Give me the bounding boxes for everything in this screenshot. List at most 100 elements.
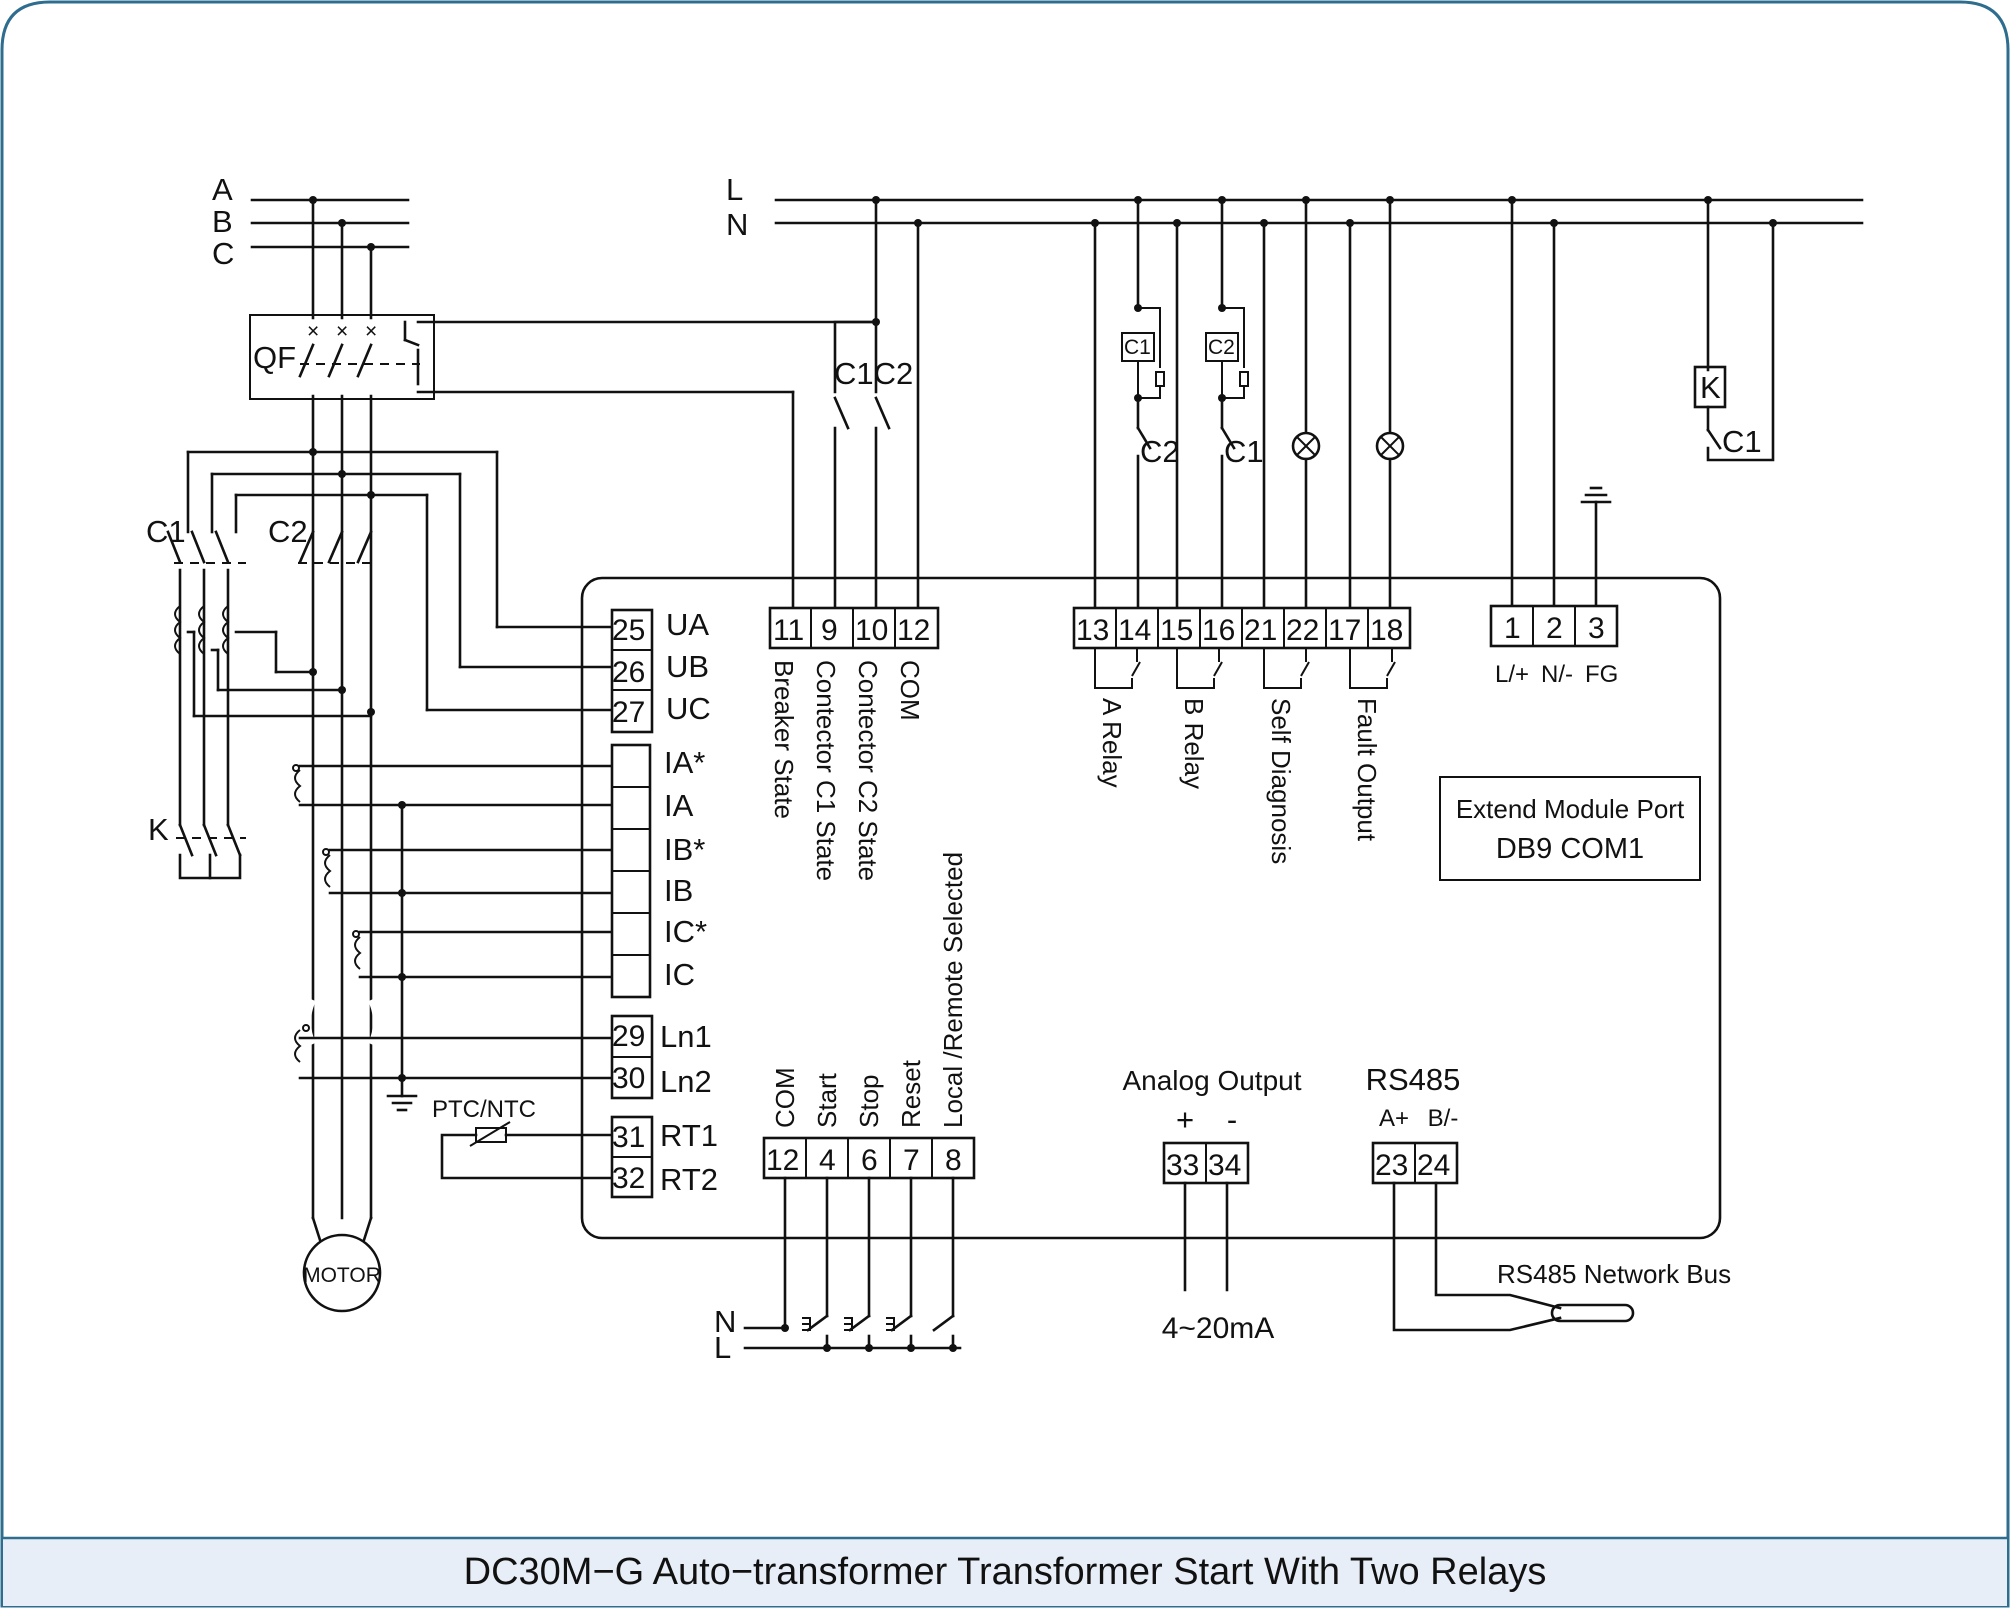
terminal-31: 31 <box>612 1121 645 1154</box>
label-stop: Stop <box>854 1075 884 1129</box>
phase-label-c: C <box>212 236 234 271</box>
label-fg: FG <box>1585 661 1618 688</box>
terminal-27: 27 <box>612 696 645 729</box>
rs485-b-minus: B/- <box>1428 1105 1459 1132</box>
terminal-29: 29 <box>612 1020 645 1053</box>
svg-text:×: × <box>336 320 348 343</box>
interlock-c1-label: C1 <box>1224 434 1264 469</box>
terminal-17: 17 <box>1328 614 1361 647</box>
motor-symbol <box>302 1233 382 1313</box>
aux-contact-c1c2-label: C1C2 <box>834 356 913 391</box>
bus-label-n: N <box>726 207 748 242</box>
label-local-remote: Local /Remote Selected <box>938 852 968 1128</box>
terminal-ic-star: IC* <box>664 914 707 949</box>
terminal-12-bottom: 12 <box>766 1144 799 1177</box>
terminal-25: 25 <box>612 614 645 647</box>
rs485-bus-label: RS485 Network Bus <box>1497 1259 1731 1289</box>
phase-label-b: B <box>212 204 233 239</box>
label-reset: Reset <box>896 1059 926 1128</box>
coil-c1-label: C1 <box>1124 336 1151 359</box>
interlock-c2-label: C2 <box>1140 434 1180 469</box>
terminal-33: 33 <box>1166 1149 1199 1182</box>
terminal-9: 9 <box>821 614 838 647</box>
label-fault-output: Fault Output <box>1352 698 1382 842</box>
terminal-ln2-label: Ln2 <box>660 1064 712 1099</box>
contactor-c2-label: C2 <box>268 514 308 549</box>
ptc-label: PTC/NTC <box>432 1096 536 1123</box>
coil-k <box>1693 365 1727 409</box>
terminal-26: 26 <box>612 656 645 689</box>
label-b-relay: B Relay <box>1179 698 1209 789</box>
terminal-32: 32 <box>612 1162 645 1195</box>
terminal-6: 6 <box>861 1144 878 1177</box>
extend-module-line2: DB9 COM1 <box>1496 833 1644 865</box>
terminal-18: 18 <box>1370 614 1403 647</box>
terminal-21: 21 <box>1244 614 1277 647</box>
bus-label-l: L <box>726 172 743 207</box>
label-n-minus: N/- <box>1541 661 1573 688</box>
label-start: Start <box>812 1072 842 1128</box>
terminal-24: 24 <box>1417 1149 1450 1182</box>
label-com-top: COM <box>895 660 925 721</box>
terminal-34: 34 <box>1208 1149 1241 1182</box>
terminal-ln1-label: Ln1 <box>660 1019 712 1054</box>
rs485-a-plus: A+ <box>1379 1105 1409 1132</box>
terminal-12-top: 12 <box>897 614 930 647</box>
label-a-relay: A Relay <box>1097 698 1127 788</box>
terminal-22: 22 <box>1286 614 1319 647</box>
terminal-30: 30 <box>612 1062 645 1095</box>
coil-c2-label: C2 <box>1208 336 1235 359</box>
terminal-1: 1 <box>1504 612 1521 645</box>
terminal-uc-label: UC <box>666 691 711 726</box>
terminal-ib: IB <box>664 873 693 908</box>
bottom-bus-n: N <box>714 1304 736 1339</box>
terminal-14: 14 <box>1118 614 1151 647</box>
label-com-bottom: COM <box>770 1067 800 1128</box>
terminal-23: 23 <box>1375 1149 1408 1182</box>
extend-module-port <box>1439 776 1701 881</box>
analog-range: 4~20mA <box>1162 1312 1275 1345</box>
label-c2-state: Contector C2 State <box>853 660 883 881</box>
analog-minus: - <box>1227 1102 1237 1137</box>
terminal-ub-label: UB <box>666 649 709 684</box>
terminal-rt2-label: RT2 <box>660 1162 718 1197</box>
terminal-ic: IC <box>664 957 695 992</box>
phase-label-a: A <box>212 172 233 207</box>
terminal-7: 7 <box>903 1144 920 1177</box>
terminal-15: 15 <box>1160 614 1193 647</box>
label-self-diagnosis: Self Diagnosis <box>1266 698 1296 864</box>
terminal-8: 8 <box>945 1144 962 1177</box>
bottom-bus-l: L <box>714 1330 731 1365</box>
extend-module-line1: Extend Module Port <box>1456 794 1685 824</box>
terminal-10: 10 <box>855 614 888 647</box>
label-l-plus: L/+ <box>1495 661 1529 688</box>
svg-text:×: × <box>365 320 377 343</box>
terminal-ia: IA <box>664 788 694 823</box>
caption-bar <box>3 1538 2007 1606</box>
terminal-ia-star: IA* <box>664 745 705 780</box>
terminal-rt1-label: RT1 <box>660 1118 718 1153</box>
motor-label: MOTOR <box>303 1264 381 1287</box>
breaker-label: QF <box>253 340 296 375</box>
analog-plus: + <box>1176 1102 1194 1137</box>
diagram-caption: DC30M−G Auto−transformer Transformer Sta… <box>464 1551 1547 1593</box>
label-breaker-state: Breaker State <box>769 660 799 819</box>
terminal-2: 2 <box>1546 612 1563 645</box>
terminal-11: 11 <box>773 614 804 647</box>
contactor-c1-label: C1 <box>146 514 186 549</box>
terminal-16: 16 <box>1202 614 1235 647</box>
terminal-3: 3 <box>1588 612 1605 645</box>
rs485-title: RS485 <box>1366 1062 1461 1097</box>
coil-k-label: K <box>1700 370 1721 405</box>
svg-text:×: × <box>307 320 319 343</box>
terminal-13: 13 <box>1076 614 1109 647</box>
contactor-k-label: K <box>148 812 169 847</box>
terminal-4: 4 <box>819 1144 836 1177</box>
label-c1-state: Contector C1 State <box>811 660 841 881</box>
k-contact-c1-label: C1 <box>1722 424 1762 459</box>
terminal-ua-label: UA <box>666 607 709 642</box>
terminal-ib-star: IB* <box>664 832 705 867</box>
analog-output-title: Analog Output <box>1122 1065 1301 1096</box>
